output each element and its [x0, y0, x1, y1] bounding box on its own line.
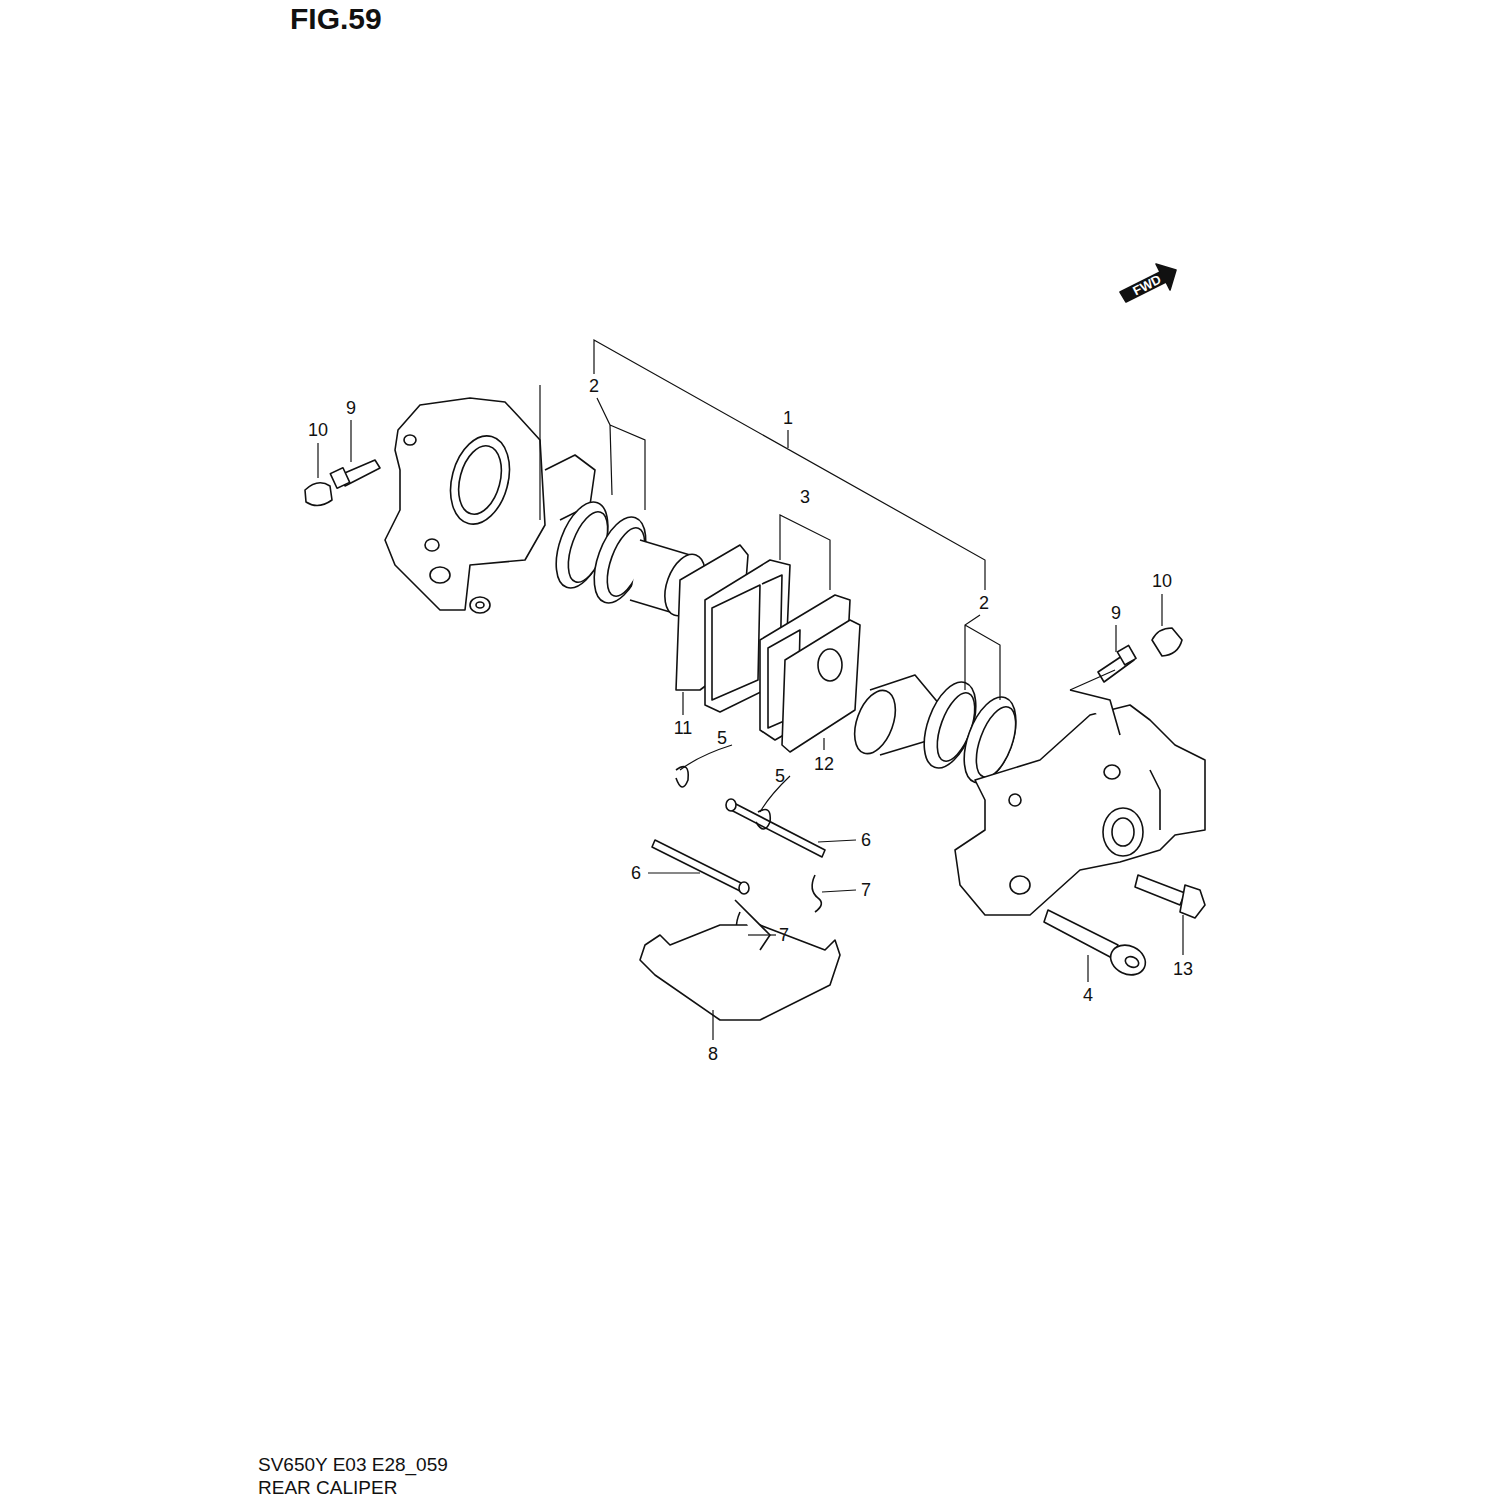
illustration-stroke: [350, 420, 351, 462]
illustration-stroke: [305, 483, 332, 506]
illustration-stroke: [712, 585, 760, 700]
illustration-stroke: [1120, 264, 1176, 302]
illustration-stroke: [1106, 940, 1150, 981]
illustration-stroke: [640, 925, 840, 1020]
callout-number: 6: [631, 864, 641, 882]
illustration-stroke: [1135, 875, 1185, 905]
illustration-stroke: [594, 340, 985, 590]
illustration-stroke: [1182, 915, 1183, 955]
illustration-stroke: [1124, 955, 1141, 970]
illustration-stroke: [1070, 670, 1115, 690]
direction-label: FWD: [1131, 272, 1163, 297]
illustration-stroke: [317, 443, 318, 478]
illustration-stroke: [682, 692, 683, 715]
illustration-stroke: [748, 934, 776, 935]
figure-caption: REAR CALIPER: [258, 1478, 397, 1497]
illustration-stroke: [1115, 625, 1116, 652]
callout-number: 9: [1111, 604, 1121, 622]
illustration-stroke: [452, 441, 509, 519]
illustration-stroke: [1103, 808, 1143, 856]
callout-number: 1: [783, 409, 793, 427]
illustration-stroke: [680, 745, 732, 770]
callout-number: 2: [979, 594, 989, 612]
illustration-stroke: [756, 810, 770, 829]
illustration-stroke: [726, 799, 736, 811]
callout-number: 6: [861, 831, 871, 849]
illustration-stroke: [965, 615, 1000, 700]
illustration-stroke: [735, 900, 770, 950]
illustration-stroke: [470, 597, 490, 613]
illustration-stroke: [404, 435, 416, 445]
illustration-stroke: [1104, 765, 1120, 779]
callout-number: 7: [779, 926, 789, 944]
illustration-stroke: [823, 738, 824, 750]
illustration-stroke: [676, 767, 688, 787]
callout-number: 4: [1083, 986, 1093, 1004]
callout-number: 10: [1152, 572, 1172, 590]
illustration-stroke: [818, 649, 842, 681]
illustration-stroke: [1009, 794, 1021, 806]
illustration-stroke: [652, 840, 745, 892]
illustration-stroke: [712, 1010, 713, 1040]
parts-drawing: [305, 264, 1205, 1020]
illustration-stroke: [539, 385, 540, 520]
illustration-stroke: [739, 882, 749, 894]
illustration-stroke: [430, 567, 450, 583]
illustration-stroke: [1180, 885, 1205, 918]
figure-caption: SV650Y E03 E28_059: [258, 1455, 448, 1474]
illustration-stroke: [385, 398, 545, 610]
illustration-stroke: [597, 398, 645, 510]
illustration-stroke: [1161, 594, 1162, 626]
callout-number: 8: [708, 1045, 718, 1063]
illustration-stroke: [1087, 955, 1088, 982]
callout-number: 5: [775, 767, 785, 785]
illustration-stroke: [729, 802, 825, 857]
illustration-stroke: [955, 705, 1205, 915]
callout-number: 12: [814, 755, 834, 773]
illustration-stroke: [648, 872, 700, 873]
illustration-stroke: [1010, 876, 1030, 894]
illustration-stroke: [1112, 818, 1134, 846]
illustration-stroke: [441, 429, 518, 530]
illustration-stroke: [425, 539, 439, 551]
figure-title: FIG.59: [290, 4, 382, 34]
illustration-stroke: [787, 430, 788, 448]
callout-number: 7: [861, 881, 871, 899]
illustration-stroke: [847, 685, 903, 759]
illustration-stroke: [476, 602, 484, 608]
illustration-stroke: [330, 468, 349, 488]
illustration-stroke: [822, 890, 856, 892]
callout-number: 5: [717, 729, 727, 747]
illustration-stroke: [818, 840, 856, 842]
illustration-stroke: [1117, 645, 1136, 664]
illustration-stroke: [1044, 910, 1118, 958]
leader-lines: [318, 340, 1183, 1040]
callout-number: 2: [589, 377, 599, 395]
illustration-stroke: [1150, 770, 1160, 830]
illustration-stroke: [1070, 690, 1120, 735]
illustration-stroke: [1152, 628, 1182, 656]
callout-number: 10: [308, 421, 328, 439]
illustration-stroke: [812, 875, 821, 912]
callout-number: 13: [1173, 960, 1193, 978]
illustration-stroke: [780, 515, 830, 590]
callout-number: 3: [800, 488, 810, 506]
illustration-stroke: [782, 620, 860, 752]
callout-number: 11: [674, 719, 693, 737]
callout-number: 9: [346, 399, 356, 417]
